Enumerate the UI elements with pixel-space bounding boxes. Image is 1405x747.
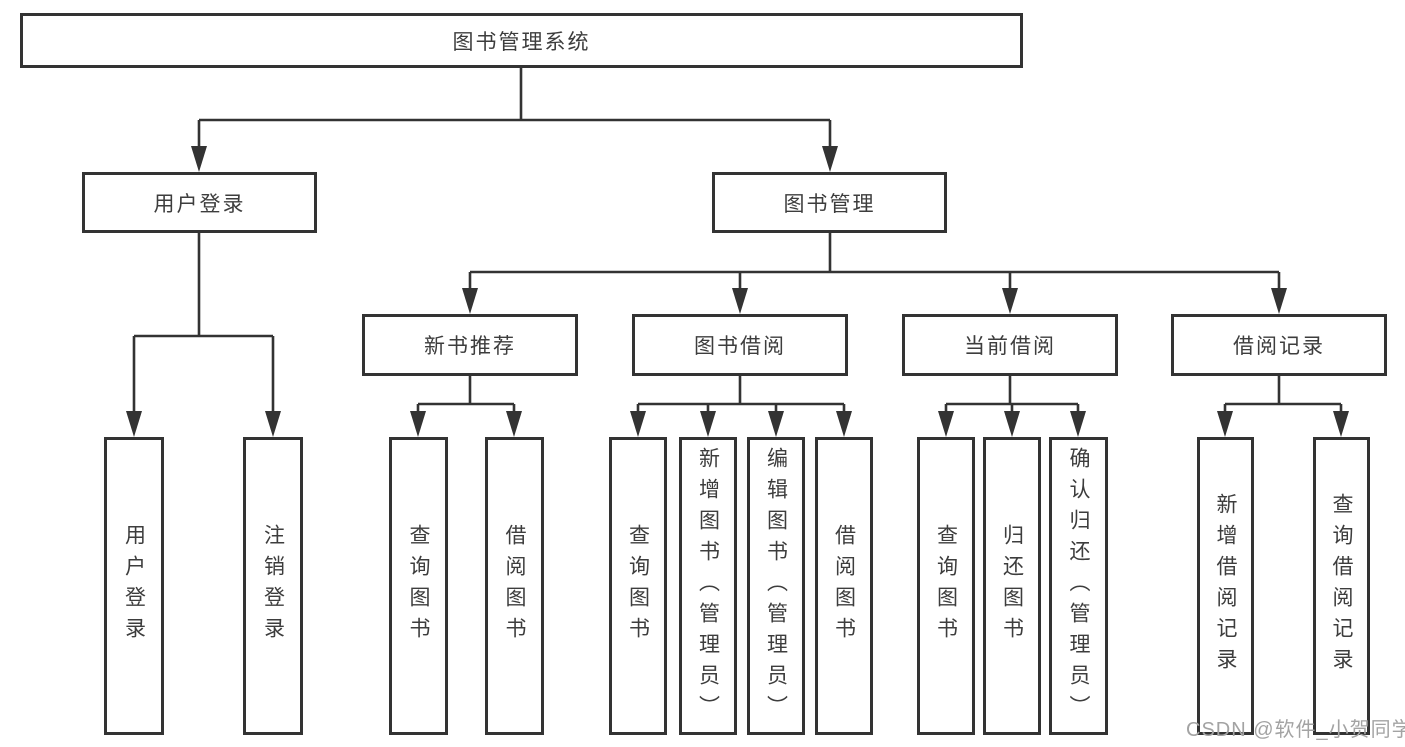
leaf-label: 查询借阅记录 (1330, 493, 1353, 679)
leaf-recommend-query-book: 查询图书 (389, 437, 448, 735)
node-new-book-recommend: 新书推荐 (362, 314, 578, 376)
node-label: 图书管理系统 (452, 30, 591, 54)
leaf-label: 新增借阅记录 (1214, 493, 1237, 679)
leaf-label: 归还图书 (1000, 524, 1024, 648)
node-label: 新书推荐 (424, 335, 516, 358)
leaf-label: 借阅图书 (503, 524, 526, 648)
node-borrow-record: 借阅记录 (1171, 314, 1387, 376)
leaf-borrow-borrow-book: 借阅图书 (815, 437, 873, 735)
node-library-management-system: 图书管理系统 (20, 13, 1023, 68)
leaf-record-add-borrow-record: 新增借阅记录 (1197, 437, 1254, 735)
leaf-label: 注销登录 (261, 524, 285, 648)
node-label: 当前借阅 (964, 335, 1056, 358)
leaf-current-confirm-return-admin: 确认归还（管理员） (1049, 437, 1108, 735)
leaf-label: 查询图书 (407, 524, 430, 648)
leaf-recommend-borrow-book: 借阅图书 (485, 437, 544, 735)
leaf-label: 编辑图书（管理员） (764, 446, 788, 726)
leaf-label: 借阅图书 (832, 524, 856, 648)
leaf-label: 查询图书 (934, 524, 958, 648)
node-label: 图书借阅 (694, 335, 786, 358)
node-current-borrow: 当前借阅 (902, 314, 1118, 376)
leaf-borrow-add-book-admin: 新增图书（管理员） (679, 437, 737, 735)
leaf-current-query-book: 查询图书 (917, 437, 975, 735)
node-label: 图书管理 (783, 192, 876, 216)
csdn-watermark: CSDN @软件_小贺同学 (1186, 719, 1405, 741)
arrowheads (126, 146, 1349, 437)
leaf-label: 确认归还（管理员） (1067, 446, 1090, 726)
leaf-label: 新增图书（管理员） (696, 446, 720, 726)
node-book-borrow: 图书借阅 (632, 314, 848, 376)
leaf-borrow-edit-book-admin: 编辑图书（管理员） (747, 437, 805, 735)
leaf-user-login: 用户登录 (104, 437, 164, 735)
leaf-record-query-borrow-record: 查询借阅记录 (1313, 437, 1370, 735)
node-user-login: 用户登录 (82, 172, 317, 233)
node-label: 用户登录 (153, 192, 246, 216)
leaf-label: 查询图书 (626, 524, 650, 648)
node-book-management: 图书管理 (712, 172, 947, 233)
leaf-label: 用户登录 (122, 524, 146, 648)
node-label: 借阅记录 (1233, 335, 1325, 358)
leaf-borrow-query-book: 查询图书 (609, 437, 667, 735)
leaf-current-return-book: 归还图书 (983, 437, 1041, 735)
leaf-logout: 注销登录 (243, 437, 303, 735)
